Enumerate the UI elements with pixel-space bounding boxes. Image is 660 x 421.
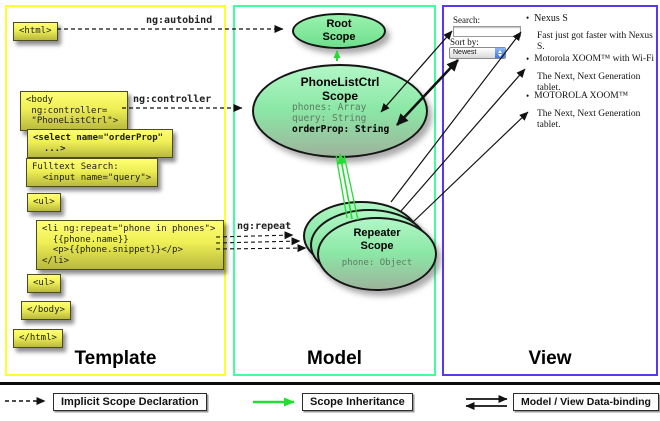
phone-snippet: Fast just got faster with Nexus S. [537,31,653,52]
code-box-body-open: <body ng:controller= "PhoneListCtrl"> [20,91,128,131]
annotation-ng-repeat: ng:repeat [237,221,292,232]
code-box-select: <select name="orderProp" ...> [27,129,173,158]
code-box-ul-close: <ul> [27,274,61,293]
template-panel: Template [5,5,226,376]
phonelistctrl-scope-title: PhoneListCtrl Scope [300,75,380,103]
search-input[interactable] [453,26,521,37]
search-label: Search: [453,15,480,25]
view-panel-title: View [528,348,572,369]
code-box-li-repeat: <li ng:repeat="phone in phones"> {{phone… [36,220,224,270]
repeater-scope-ellipse-front: Repeater Scope phone: Object [317,217,437,291]
phone-title: Nexus S [534,13,568,24]
phonelistctrl-scope-ellipse: PhoneListCtrl Scope phones: Array query:… [252,64,428,158]
phone-list-item: • MOTOROLA XOOM™ The Next, Next Generati… [526,91,654,131]
template-panel-title: Template [74,348,157,369]
code-box-html-open: <html> [13,22,58,41]
bullet-icon: • [526,13,530,23]
phonelistctrl-scope-orderprop: orderProp: String [292,124,390,135]
repeater-scope-prop: phone: Object [341,258,413,268]
phone-snippet: The Next, Next Generation tablet. [537,72,641,93]
code-box-body-close: </body> [21,301,71,320]
legend-separator [0,382,660,385]
sort-dropdown-value: Newest [453,49,477,56]
legend-inheritance-box: Scope Inheritance [302,393,413,411]
code-box-fulltext: Fulltext Search: <input name="query"> [26,158,158,187]
dropdown-stepper-icon [495,48,505,58]
sort-by-label: Sort by: [450,37,479,47]
repeater-scope-title: Repeater Scope [353,227,401,252]
phonelistctrl-scope-props: phones: Array query: String [292,102,367,124]
root-scope-title: Root Scope [322,18,356,43]
model-panel-title: Model [307,348,362,369]
phone-title: Motorola XOOM™ with Wi-Fi [534,54,655,64]
annotation-ng-autobind: ng:autobind [146,15,213,26]
phone-snippet: The Next, Next Generation tablet. [537,109,641,130]
code-box-html-close: </html> [13,329,63,348]
code-box-ul-open: <ul> [27,193,61,212]
legend-implicit-box: Implicit Scope Declaration [53,393,207,411]
bullet-icon: • [526,91,530,101]
annotation-ng-controller: ng:controller [133,94,212,105]
root-scope-ellipse: Root Scope [292,13,386,49]
legend-databinding-box: Model / View Data-binding [513,393,659,411]
phone-title: MOTOROLA XOOM™ [534,91,629,101]
bullet-icon: • [526,54,530,64]
phone-list-item: • Motorola XOOM™ with Wi-Fi The Next, Ne… [526,54,654,94]
sort-dropdown[interactable]: Newest [449,47,506,59]
model-panel: Model [233,5,436,376]
phone-list-item: • Nexus S Fast just got faster with Nexu… [526,13,654,53]
